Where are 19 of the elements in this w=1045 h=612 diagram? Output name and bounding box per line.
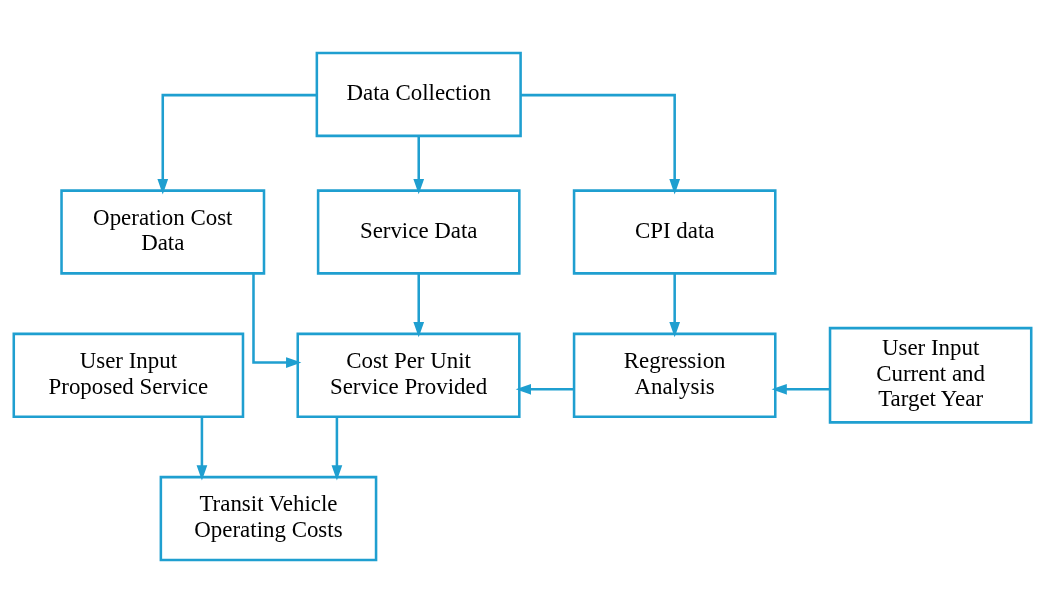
node-box: Data Collection	[315, 51, 522, 137]
arrow	[669, 272, 681, 337]
arrow	[413, 272, 425, 337]
node-box: User Input Proposed Service	[12, 332, 245, 418]
arrow	[252, 273, 302, 368]
node-box: Cost Per Unit Service Provided	[296, 332, 521, 418]
arrow	[520, 93, 681, 194]
node-box: Service Data	[316, 188, 521, 275]
arrow	[771, 383, 830, 395]
arrow	[331, 416, 343, 481]
node-box: Regression Analysis	[572, 332, 777, 418]
arrow	[515, 383, 575, 395]
node-box: Operation Cost Data	[60, 188, 266, 275]
arrow	[196, 416, 208, 481]
node-box: User Input Current and Target Year	[828, 326, 1033, 424]
node-box: CPI data	[572, 188, 777, 275]
arrow	[157, 93, 317, 194]
arrow	[413, 135, 425, 194]
node-box: Transit Vehicle Operating Costs	[159, 475, 378, 561]
